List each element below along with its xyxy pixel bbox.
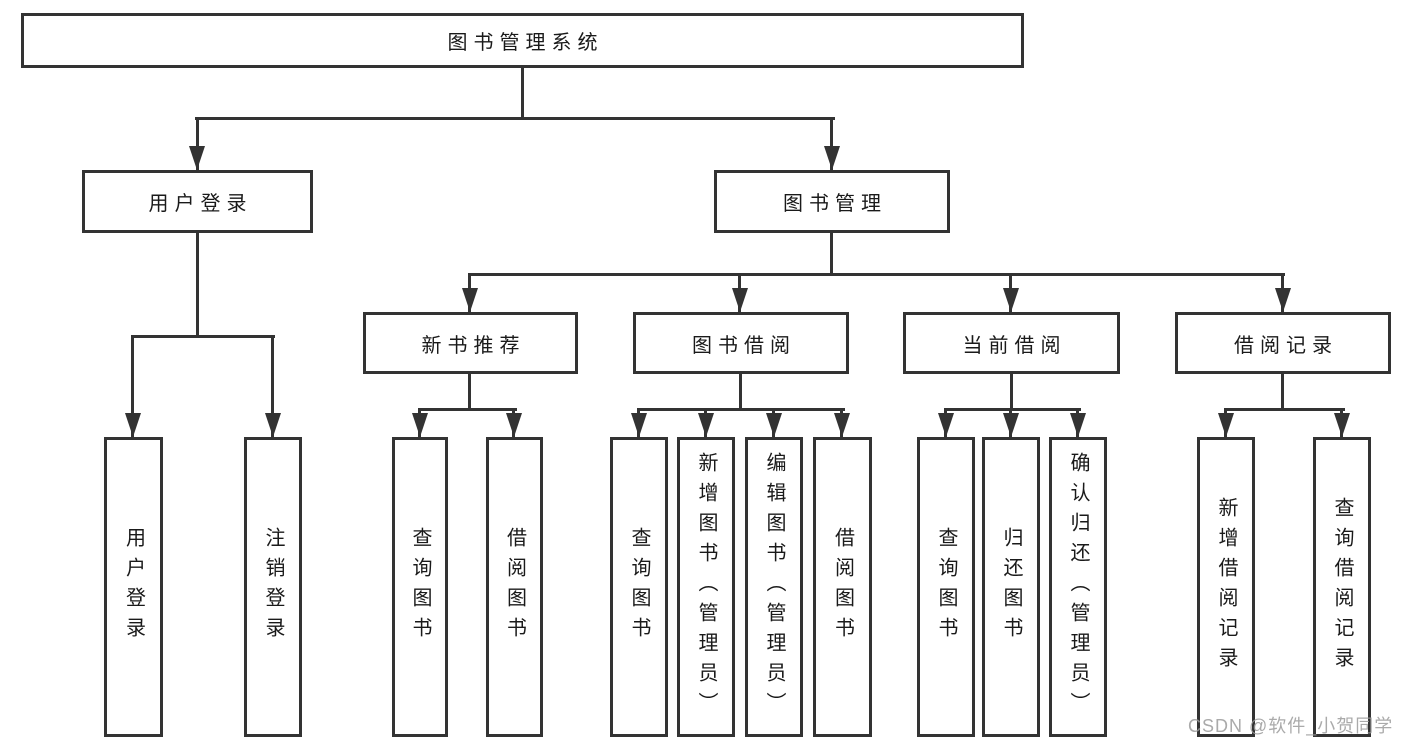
leaf-newbook-query-books: 查询图书 (392, 437, 448, 737)
leaf-label: 确认归还（管理员） (1067, 452, 1089, 722)
connector-line (196, 117, 199, 170)
leaf-current-query-books: 查询图书 (917, 437, 975, 737)
arrowhead-down-icon (766, 413, 782, 437)
leaf-label: 归还图书 (1000, 527, 1022, 647)
connector-line (131, 335, 275, 338)
leaf-label: 新增借阅记录 (1215, 497, 1237, 677)
connector-line (468, 374, 471, 410)
arrowhead-down-icon (1003, 413, 1019, 437)
connector-line (830, 233, 833, 275)
leaf-label: 新增图书（管理员） (695, 452, 717, 722)
node-book-borrow: 图书借阅 (633, 312, 849, 374)
leaf-label: 查询图书 (628, 527, 650, 647)
arrowhead-down-icon (1334, 413, 1350, 437)
arrowhead-down-icon (834, 413, 850, 437)
arrowhead-down-icon (824, 146, 840, 170)
arrowhead-down-icon (631, 413, 647, 437)
arrowhead-down-icon (506, 413, 522, 437)
arrowhead-down-icon (1070, 413, 1086, 437)
node-library-management-system: 图书管理系统 (21, 13, 1024, 68)
leaf-current-return-books: 归还图书 (982, 437, 1040, 737)
arrowhead-down-icon (938, 413, 954, 437)
connector-line (944, 408, 1081, 411)
node-book-management: 图书管理 (714, 170, 950, 233)
csdn-watermark: CSDN @软件_小贺同学 (1188, 716, 1394, 736)
connector-line (271, 335, 274, 437)
arrowhead-down-icon (125, 413, 141, 437)
arrowhead-down-icon (732, 288, 748, 312)
node-borrow-records: 借阅记录 (1175, 312, 1391, 374)
leaf-borrow-borrow-books: 借阅图书 (813, 437, 872, 737)
leaf-label: 用户登录 (122, 527, 145, 647)
leaf-label: 借阅图书 (831, 527, 854, 647)
arrowhead-down-icon (1275, 288, 1291, 312)
leaf-user-login: 用户登录 (104, 437, 163, 737)
connector-line (830, 117, 833, 170)
connector-line (521, 68, 524, 119)
arrowhead-down-icon (1003, 288, 1019, 312)
leaf-label: 查询图书 (409, 527, 431, 647)
leaf-logout: 注销登录 (244, 437, 302, 737)
node-new-book-recommend: 新书推荐 (363, 312, 578, 374)
arrowhead-down-icon (265, 413, 281, 437)
leaf-borrow-add-books-admin: 新增图书（管理员） (677, 437, 735, 737)
connector-line (1010, 374, 1013, 410)
arrowhead-down-icon (1218, 413, 1234, 437)
arrowhead-down-icon (189, 146, 205, 170)
connector-line (418, 408, 517, 411)
arrowhead-down-icon (698, 413, 714, 437)
leaf-borrow-query-books: 查询图书 (610, 437, 668, 737)
arrowhead-down-icon (462, 288, 478, 312)
leaf-newbook-borrow-books: 借阅图书 (486, 437, 543, 737)
leaf-label: 借阅图书 (503, 527, 526, 647)
connector-line (196, 233, 199, 335)
leaf-label: 注销登录 (262, 527, 284, 647)
connector-line (1224, 408, 1345, 411)
leaf-borrow-edit-books-admin: 编辑图书（管理员） (745, 437, 803, 737)
connector-line (131, 335, 134, 437)
connector-line (637, 408, 845, 411)
connector-line (739, 374, 742, 410)
leaf-current-confirm-return-admin: 确认归还（管理员） (1049, 437, 1107, 737)
leaf-label: 查询借阅记录 (1331, 497, 1353, 677)
node-user-login: 用户登录 (82, 170, 313, 233)
connector-line (468, 273, 1285, 276)
leaf-records-query-record: 查询借阅记录 (1313, 437, 1371, 737)
arrowhead-down-icon (412, 413, 428, 437)
leaf-label: 查询图书 (935, 527, 957, 647)
leaf-records-add-record: 新增借阅记录 (1197, 437, 1255, 737)
connector-line (195, 117, 835, 120)
connector-line (1281, 374, 1284, 410)
node-current-borrow: 当前借阅 (903, 312, 1120, 374)
leaf-label: 编辑图书（管理员） (763, 452, 785, 722)
